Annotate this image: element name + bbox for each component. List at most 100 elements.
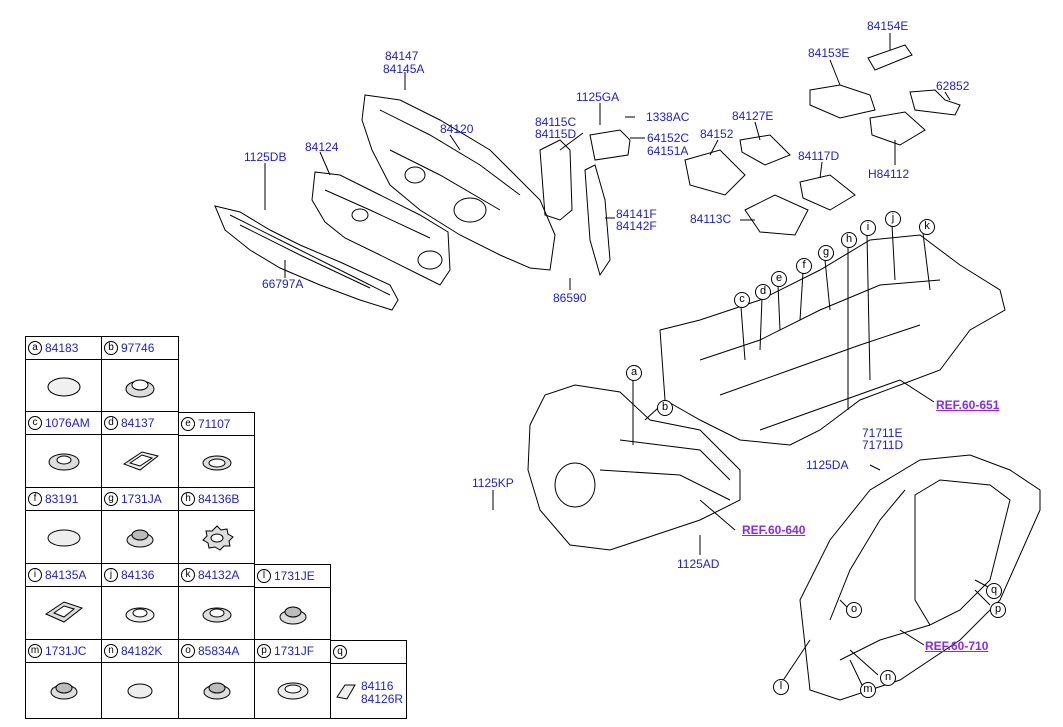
label-1125KP: 1125KP: [472, 476, 514, 490]
legend-part-e: 71107: [198, 417, 231, 431]
legend-part-p: 1731JF: [274, 644, 315, 658]
callout-p: p: [990, 602, 1006, 618]
legend-part-q1: 84116: [361, 679, 394, 693]
label-84145A: 84145A: [383, 62, 425, 76]
label-84113C: 84113C: [690, 212, 732, 226]
callout-e: e: [771, 271, 787, 287]
label-1125AD: 1125AD: [677, 557, 720, 571]
legend-part-q2: 84126R: [361, 692, 404, 706]
callout-o: o: [846, 602, 862, 618]
floor-panel: [659, 234, 1006, 446]
legend-part-a: 84183: [45, 341, 79, 355]
ring-grommet-icon: [277, 682, 309, 700]
ring-grommet-icon: [125, 607, 155, 623]
label-84142F: 84142F: [616, 219, 657, 233]
callout-a: a: [626, 365, 642, 381]
legend-part-f: 83191: [45, 492, 79, 506]
callout-m: m: [860, 682, 876, 698]
legend-part-d: 84137: [121, 416, 155, 430]
label-84117D: 84117D: [798, 149, 840, 163]
front-frame: [527, 384, 741, 551]
callout-n: n: [880, 670, 896, 686]
legend-part-k: 84132A: [198, 568, 240, 582]
label-84154E: 84154E: [867, 19, 909, 33]
callout-l: l: [773, 679, 789, 695]
rect-grommet-icon: [122, 451, 160, 471]
label-1125DB: 1125DB: [244, 150, 287, 164]
legend-cell-q[interactable]: q 84116 84126R: [331, 640, 407, 719]
legend-part-i: 84135A: [45, 568, 87, 582]
callout-f: f: [796, 258, 812, 274]
ref-60-710[interactable]: REF.60-710: [925, 639, 989, 653]
label-1125GA: 1125GA: [576, 90, 620, 104]
label-84124: 84124: [305, 140, 339, 154]
ref-60-651[interactable]: REF.60-651: [936, 398, 1000, 412]
cowl-cross-panel: [214, 205, 399, 311]
label-84141F: 84141F: [616, 207, 657, 221]
dash-panel-complete: [361, 94, 556, 271]
gear-grommet-icon: [202, 525, 234, 551]
label-62852: 62852: [936, 79, 970, 93]
grommet-icon: [48, 453, 80, 471]
legend-part-h: 84136B: [198, 492, 240, 506]
pad-62852: [909, 89, 961, 116]
pad-84154E: [867, 44, 913, 71]
legend-part-b: 97746: [121, 341, 155, 355]
pad-64152: [589, 129, 631, 161]
label-84153E: 84153E: [808, 46, 850, 60]
callout-i: i: [860, 220, 876, 236]
ring-grommet-icon: [202, 455, 232, 471]
callout-k: k: [919, 219, 935, 235]
pad-84152: [684, 149, 746, 196]
label-84152: 84152: [700, 127, 734, 141]
callout-g: g: [818, 245, 834, 261]
grommet-icon: [203, 682, 231, 700]
pad-84153E: [809, 84, 876, 119]
grommet-icon: [50, 682, 78, 700]
ring-grommet-icon: [202, 607, 232, 623]
ref-60-640[interactable]: REF.60-640: [742, 523, 806, 537]
callout-d: d: [755, 284, 771, 300]
legend-part-n: 84182K: [121, 644, 163, 658]
plug-icon: [47, 529, 81, 547]
legend-part-j: 84136: [121, 568, 155, 582]
rect-grommet-icon: [44, 601, 84, 623]
label-84147: 84147: [385, 49, 419, 63]
label-66797A: 66797A: [262, 277, 304, 291]
legend-part-c: 1076AM: [45, 416, 90, 430]
callout-h: h: [841, 232, 857, 248]
legend-part-l: 1731JE: [274, 569, 315, 583]
callout-c: c: [734, 292, 750, 308]
label-84120: 84120: [440, 122, 474, 136]
callout-q: q: [986, 583, 1002, 599]
label-86590: 86590: [553, 291, 587, 305]
legend-part-g: 1731JA: [121, 492, 162, 506]
label-71711E: 71711E: [862, 426, 903, 440]
plug-icon: [47, 377, 81, 397]
bracket-84141: [584, 164, 611, 277]
bracket-84115: [539, 139, 573, 221]
label-64151A: 64151A: [647, 144, 689, 158]
dash-panel-insulator: [311, 171, 451, 286]
callout-j: j: [885, 211, 901, 227]
pad-84112: [869, 111, 926, 146]
side-body-panel: [799, 454, 1041, 701]
